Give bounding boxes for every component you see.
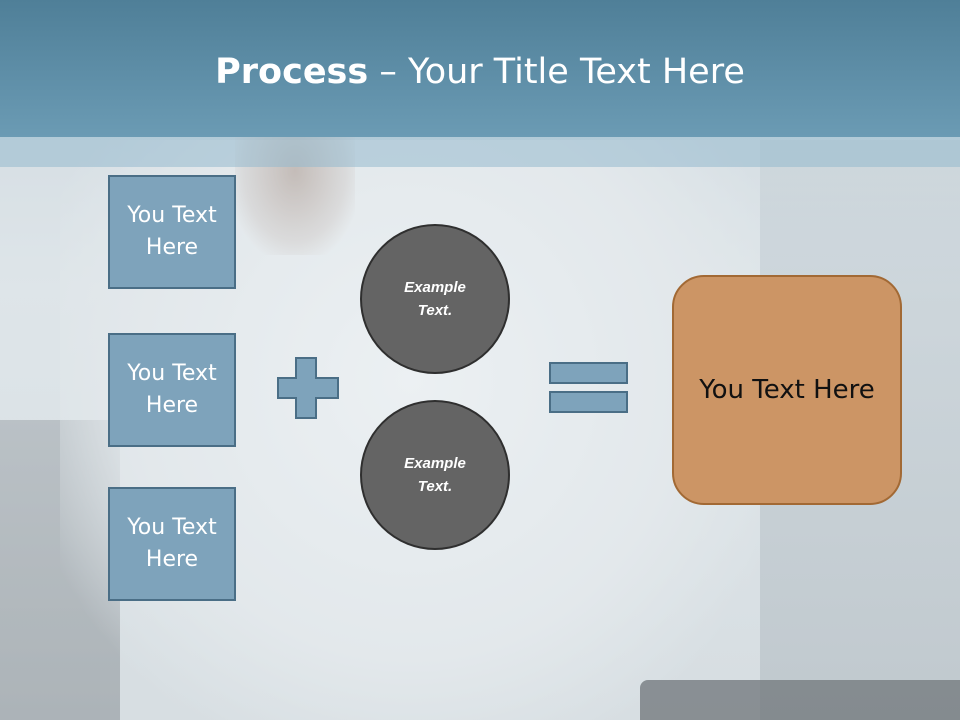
result-box[interactable]: You Text Here — [672, 275, 902, 505]
title-bar: Process – Your Title Text Here — [0, 0, 960, 137]
background-photo-laptop — [640, 680, 960, 720]
circle-2[interactable]: Example Text. — [360, 400, 510, 550]
title-band — [0, 137, 960, 167]
title-rest: – Your Title Text Here — [368, 52, 745, 92]
text-box-1-label: You Text Here — [127, 203, 217, 260]
circle-1-label: Example Text. — [404, 279, 466, 319]
text-box-3-label: You Text Here — [127, 515, 217, 572]
result-box-label: You Text Here — [699, 375, 875, 405]
title-bold: Process — [215, 52, 369, 92]
slide-title: Process – Your Title Text Here — [0, 52, 960, 92]
text-box-2[interactable]: You Text Here — [108, 333, 236, 447]
circle-2-label: Example Text. — [404, 455, 466, 495]
plus-icon — [277, 357, 339, 419]
text-box-3[interactable]: You Text Here — [108, 487, 236, 601]
equals-icon — [549, 362, 628, 413]
text-box-2-label: You Text Here — [127, 361, 217, 418]
circle-1[interactable]: Example Text. — [360, 224, 510, 374]
text-box-1[interactable]: You Text Here — [108, 175, 236, 289]
